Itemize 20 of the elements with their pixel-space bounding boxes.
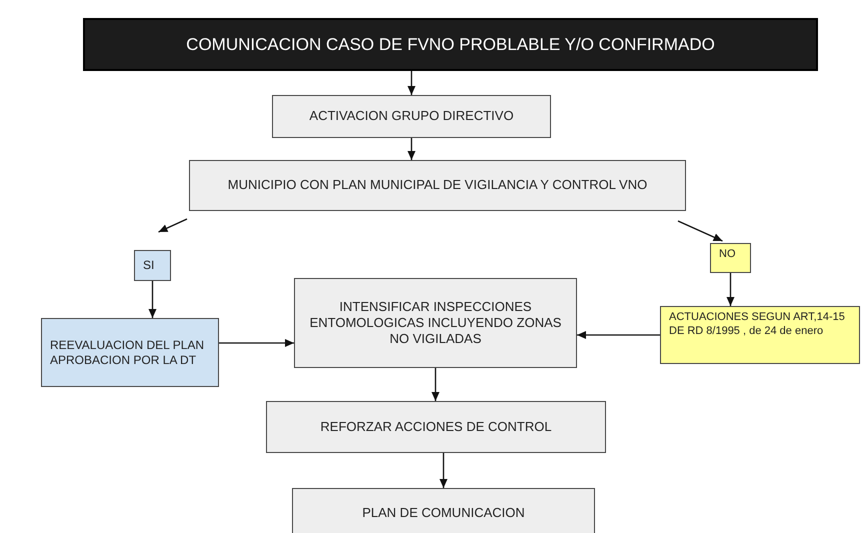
arrow xyxy=(577,331,660,339)
arrow xyxy=(148,281,156,318)
arrow xyxy=(408,138,416,160)
arrow xyxy=(440,453,448,488)
process-box: REFORZAR ACCIONES DE CONTROL xyxy=(266,401,606,453)
process-box: ACTUACIONES SEGUN ART,14-15 DE RD 8/1995 , de 24 de enero xyxy=(660,306,860,364)
process-box: REEVALUACION DEL PLAN APROBACION POR LA DT xyxy=(41,318,219,387)
process-box: PLAN DE COMUNICACION xyxy=(292,488,595,533)
process-box: MUNICIPIO CON PLAN MUNICIPAL DE VIGILANCIA Y CONTROL VNO xyxy=(189,160,686,211)
process-box: INTENSIFICAR INSPECCIONES ENTOMOLOGICAS INCLUYENDO ZONAS NO VIGILADAS xyxy=(294,278,577,368)
arrow xyxy=(726,273,734,306)
arrow xyxy=(432,368,440,401)
arrow xyxy=(158,218,188,233)
process-box: ACTIVACION GRUPO DIRECTIVO xyxy=(272,95,551,138)
process-box: NO xyxy=(710,243,751,273)
process-box: COMUNICACION CASO DE FVNO PROBLABLE Y/O CONFIRMADO xyxy=(83,18,818,71)
arrow xyxy=(678,220,723,242)
arrow xyxy=(408,71,416,95)
process-box: SI xyxy=(134,250,171,281)
arrow xyxy=(219,339,294,347)
